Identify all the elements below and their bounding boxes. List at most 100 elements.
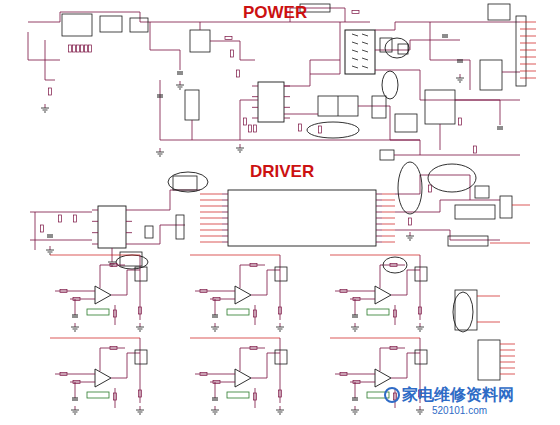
- wire: [75, 382, 76, 398]
- wire: [222, 230, 228, 231]
- component-body: [395, 114, 417, 132]
- component-body: [353, 298, 360, 301]
- component-body: [478, 340, 500, 380]
- wire: [200, 224, 222, 225]
- wire: [353, 412, 358, 413]
- wire: [391, 270, 420, 295]
- component-body: [227, 309, 249, 315]
- wire: [192, 120, 193, 140]
- wire: [179, 89, 181, 90]
- wire: [222, 242, 228, 243]
- component-body: [516, 16, 526, 86]
- wire: [442, 35, 448, 36]
- wire: [190, 338, 280, 339]
- opamp-symbol: [375, 369, 391, 387]
- wire: [70, 382, 95, 383]
- wire: [30, 212, 92, 213]
- component-body: [425, 90, 455, 124]
- wire: [352, 398, 358, 399]
- wire: [351, 327, 359, 328]
- component-body: [130, 18, 148, 32]
- wire: [352, 315, 358, 316]
- component-body: [459, 118, 462, 125]
- wire: [284, 60, 340, 86]
- wire: [330, 255, 420, 256]
- wire: [136, 327, 144, 328]
- component-body: [237, 70, 240, 77]
- wire: [157, 97, 163, 98]
- component-body: [110, 264, 117, 267]
- component-body: [275, 350, 287, 364]
- wire: [420, 323, 421, 327]
- component-body: [59, 215, 62, 222]
- wire: [376, 206, 382, 207]
- component-body: [213, 298, 220, 301]
- section-title: POWER: [243, 4, 307, 23]
- wire: [132, 190, 200, 210]
- wire: [382, 242, 395, 243]
- component-body: [258, 82, 284, 122]
- watermark: 520101.com: [432, 405, 487, 416]
- component-body: [85, 45, 88, 52]
- wire: [251, 353, 280, 378]
- wire: [75, 299, 76, 315]
- wire: [126, 210, 132, 211]
- wire: [180, 81, 181, 85]
- component-body: [77, 45, 80, 52]
- wire: [276, 327, 284, 328]
- wire: [212, 400, 218, 401]
- wire: [310, 22, 340, 74]
- wire: [418, 329, 423, 330]
- wire: [284, 96, 290, 97]
- wire: [460, 74, 461, 78]
- component-body: [367, 309, 389, 315]
- wire: [376, 224, 382, 225]
- wire: [28, 32, 60, 60]
- wire: [278, 329, 283, 330]
- wire: [72, 317, 78, 318]
- wire: [410, 232, 411, 236]
- wire: [212, 315, 218, 316]
- component-body: [244, 118, 247, 125]
- wire: [236, 148, 244, 149]
- wire: [280, 305, 281, 320]
- component-body: [345, 30, 375, 74]
- wire: [136, 410, 144, 411]
- wire: [138, 412, 143, 413]
- wire: [500, 356, 515, 357]
- wire: [240, 348, 265, 371]
- wire: [520, 29, 536, 30]
- wire: [497, 127, 503, 128]
- wire: [362, 58, 368, 60]
- wire: [420, 305, 421, 320]
- component-body: [98, 206, 126, 248]
- wire: [240, 144, 241, 148]
- wire: [279, 331, 281, 332]
- wire: [350, 299, 375, 300]
- wire: [140, 255, 141, 305]
- component-body: [474, 146, 477, 153]
- wire: [409, 240, 411, 241]
- wire: [395, 230, 500, 240]
- wire: [72, 398, 78, 399]
- component-body: [394, 393, 397, 400]
- component-body: [254, 310, 257, 317]
- component-body: [415, 267, 427, 281]
- opamp-symbol: [95, 286, 111, 304]
- wire: [214, 331, 216, 332]
- wire: [362, 50, 368, 52]
- wire: [477, 322, 500, 323]
- wire: [375, 22, 520, 30]
- wire: [284, 114, 318, 115]
- wire: [211, 410, 219, 411]
- wire: [213, 329, 218, 330]
- wire: [70, 299, 95, 300]
- component-body: [455, 290, 477, 330]
- wire: [222, 218, 228, 219]
- wire: [140, 338, 141, 388]
- wire: [418, 412, 423, 413]
- component-body: [135, 350, 147, 364]
- wire: [200, 206, 222, 207]
- wire: [382, 218, 395, 219]
